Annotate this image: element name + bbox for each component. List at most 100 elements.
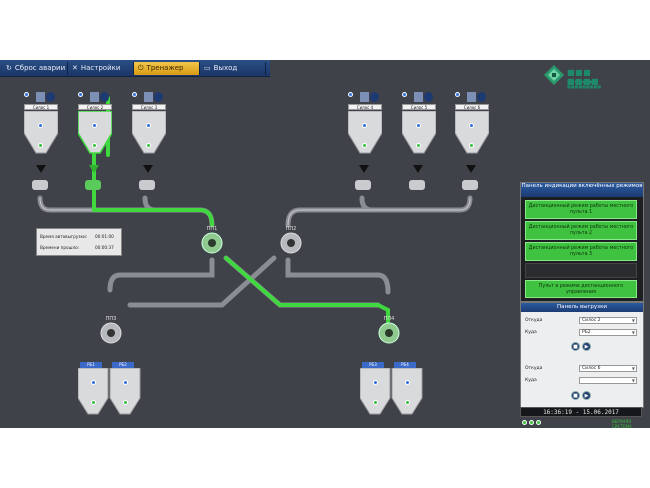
connection-indicator-icon	[536, 420, 541, 425]
reset-alarm-button[interactable]: ↻Сброс аварии	[2, 62, 68, 75]
clock: 16:36:19 - 15.06.2017	[520, 407, 642, 417]
chevron-down-icon: ▼	[631, 366, 635, 371]
switch-pp4[interactable]: ПП4	[376, 316, 402, 344]
switch-pp2[interactable]: ПП2	[278, 226, 304, 254]
route1-to-select[interactable]: РБ2▼	[579, 329, 637, 336]
silo-settings-icon[interactable]	[477, 92, 486, 102]
status-indicator-icon	[38, 143, 43, 148]
silo-settings-icon[interactable]	[154, 92, 163, 102]
silo-settings-icon[interactable]	[424, 92, 433, 102]
status-indicator-icon	[469, 143, 474, 148]
switch-pp3[interactable]: ПП3	[98, 316, 124, 344]
elapsed-time: 00:00:37	[95, 245, 114, 250]
feeder-icon[interactable]	[462, 180, 478, 190]
status-indicator-icon	[373, 400, 378, 405]
chevron-down-icon: ▼	[631, 330, 635, 335]
connection-indicator-icon	[529, 420, 534, 425]
silo-settings-icon[interactable]	[46, 92, 55, 102]
route2-to-select[interactable]: ▼	[579, 377, 637, 384]
feeder-icon[interactable]	[85, 180, 101, 190]
unload-panel-title: Панель выгрузки	[521, 303, 643, 312]
status-indicator-icon	[92, 143, 97, 148]
status-indicator-icon	[123, 400, 128, 405]
indicator-panel-title: Панель индикации включённых режимов	[521, 183, 643, 197]
play-icon: ▶	[584, 344, 589, 350]
silo-label: Силос 5	[402, 104, 436, 110]
level-indicator-icon	[402, 92, 407, 97]
route2-from-select[interactable]: Силос 6▼	[579, 365, 637, 372]
status-indicator-icon	[146, 143, 151, 148]
logo-mark-icon	[544, 65, 564, 85]
silo-settings-icon[interactable]	[100, 92, 109, 102]
level-indicator-icon	[24, 92, 29, 97]
level-indicator-icon	[91, 380, 96, 385]
silo-body	[23, 110, 59, 157]
silo-sensor-icon	[144, 92, 153, 102]
bunker-left[interactable]: РБ1 РБ2	[78, 362, 142, 415]
indicator-panel: Панель индикации включённых режимов Дист…	[520, 182, 644, 302]
route1-from-select[interactable]: Силос 2▼	[579, 317, 637, 324]
silo-body	[131, 110, 167, 157]
level-indicator-icon	[416, 123, 421, 128]
valve-icon[interactable]	[466, 165, 476, 173]
silo-body	[77, 110, 113, 157]
power-icon: ⏻	[138, 64, 144, 72]
silo-sensor-icon	[467, 92, 476, 102]
silo-body	[454, 110, 490, 157]
trainer-button[interactable]: ⏻Тренажер	[134, 62, 200, 75]
logo-subtext: ■■■■■■■ ■■■■■■■■■	[567, 79, 602, 89]
stop-icon: ■	[573, 393, 578, 399]
settings-button[interactable]: ✕Настройки	[68, 62, 134, 75]
route2-stop-button[interactable]: ■	[571, 391, 580, 400]
unload-panel: Панель выгрузки Откуда Силос 2▼ Куда РБ2…	[520, 302, 644, 408]
feeder-icon[interactable]	[32, 180, 48, 190]
switch-pp1[interactable]: ПП1	[199, 226, 225, 254]
level-indicator-icon	[38, 123, 43, 128]
status-text: ВЕРХНЯЯ СИСТЕМА	[612, 419, 632, 428]
valve-icon[interactable]	[413, 165, 423, 173]
exit-button[interactable]: ▭Выход	[200, 62, 266, 75]
reset-alarm-icon: ↻	[6, 64, 12, 72]
silo-body	[347, 110, 383, 157]
wrench-icon: ✕	[72, 64, 78, 72]
route1-start-button[interactable]: ▶	[582, 342, 591, 351]
chevron-down-icon: ▼	[631, 378, 635, 383]
valve-icon[interactable]	[359, 165, 369, 173]
valve-icon[interactable]	[89, 165, 99, 173]
route2-start-button[interactable]: ▶	[582, 391, 591, 400]
silo-body	[401, 110, 437, 157]
menu-bar: ↻Сброс аварии ✕Настройки ⏻Тренажер ▭Выхо…	[0, 60, 270, 77]
silo-label: Силос 3	[132, 104, 166, 110]
feeder-icon[interactable]	[139, 180, 155, 190]
feeder-icon[interactable]	[409, 180, 425, 190]
route1-stop-button[interactable]: ■	[571, 342, 580, 351]
mode-indicator: Дистанционный режим работы местного пуль…	[525, 200, 637, 219]
level-indicator-icon	[132, 92, 137, 97]
level-indicator-icon	[362, 123, 367, 128]
level-indicator-icon	[469, 123, 474, 128]
bunker-right[interactable]: РБ3 РБ4	[360, 362, 424, 415]
status-bar: ВЕРХНЯЯ СИСТЕМА	[520, 418, 642, 428]
status-indicator-icon	[362, 143, 367, 148]
valve-icon[interactable]	[143, 165, 153, 173]
status-indicator-icon	[416, 143, 421, 148]
silo-sensor-icon	[360, 92, 369, 102]
chevron-down-icon: ▼	[631, 318, 635, 323]
level-indicator-icon	[123, 380, 128, 385]
play-icon: ▶	[584, 393, 589, 399]
silo-label: Силос 1	[24, 104, 58, 110]
feeder-icon[interactable]	[355, 180, 371, 190]
level-indicator-icon	[405, 380, 410, 385]
silo-label: Силос 6	[455, 104, 489, 110]
pipeline-diagram	[37, 96, 473, 324]
company-logo: ■■■ ■■■■ ■■■■■■■ ■■■■■■■■■	[543, 64, 625, 92]
status-indicator-icon	[91, 400, 96, 405]
mode-indicator-empty	[525, 263, 637, 278]
mode-indicator: Дистанционный режим работы местного пуль…	[525, 221, 637, 240]
level-indicator-icon	[348, 92, 353, 97]
valve-icon[interactable]	[36, 165, 46, 173]
silo-settings-icon[interactable]	[370, 92, 379, 102]
silo-label: Силос 2	[78, 104, 112, 110]
scada-window: ↻Сброс аварии ✕Настройки ⏻Тренажер ▭Выхо…	[0, 60, 650, 428]
level-indicator-icon	[78, 92, 83, 97]
